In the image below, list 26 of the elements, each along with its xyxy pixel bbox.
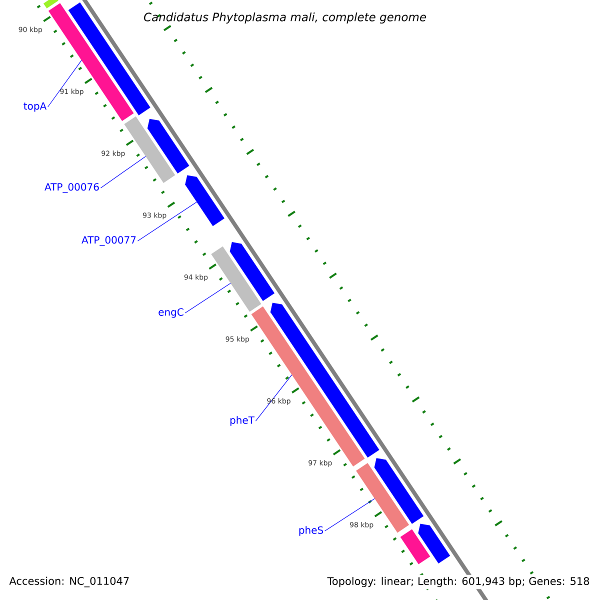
- gene-label: ATP_00077: [82, 236, 136, 246]
- gene-label: topA: [24, 102, 47, 112]
- gene-feature: [418, 524, 450, 564]
- gene-feature: [43, 0, 58, 8]
- gene-label: pheT: [230, 416, 255, 426]
- gene-feature: [124, 116, 176, 183]
- gene-label: engC: [158, 308, 184, 318]
- gene-label: pheS: [299, 526, 324, 536]
- leader-line: [184, 282, 231, 314]
- gene-feature: [211, 246, 262, 312]
- gene-feature: [400, 529, 430, 564]
- accession-text: Accession: NC_011047: [9, 576, 129, 588]
- gene-label: ATP_00076: [44, 183, 99, 193]
- gene-feature: [374, 458, 424, 524]
- leader-line: [100, 156, 146, 188]
- gene-feature: [230, 242, 275, 302]
- leader-line: [324, 498, 375, 532]
- gene-feature: [48, 3, 134, 122]
- leader-line: [137, 202, 197, 242]
- leader-line: [255, 374, 292, 422]
- gene-feature: [147, 118, 190, 174]
- gene-feature: [185, 175, 224, 226]
- map-title: Candidatus Phytoplasma mali, complete genome: [144, 12, 426, 24]
- gene-feature: [356, 463, 410, 533]
- genome-info-text: Topology: linear; Length: 601,943 bp; Genes: 518: [325, 574, 592, 590]
- leader-line: [48, 60, 82, 108]
